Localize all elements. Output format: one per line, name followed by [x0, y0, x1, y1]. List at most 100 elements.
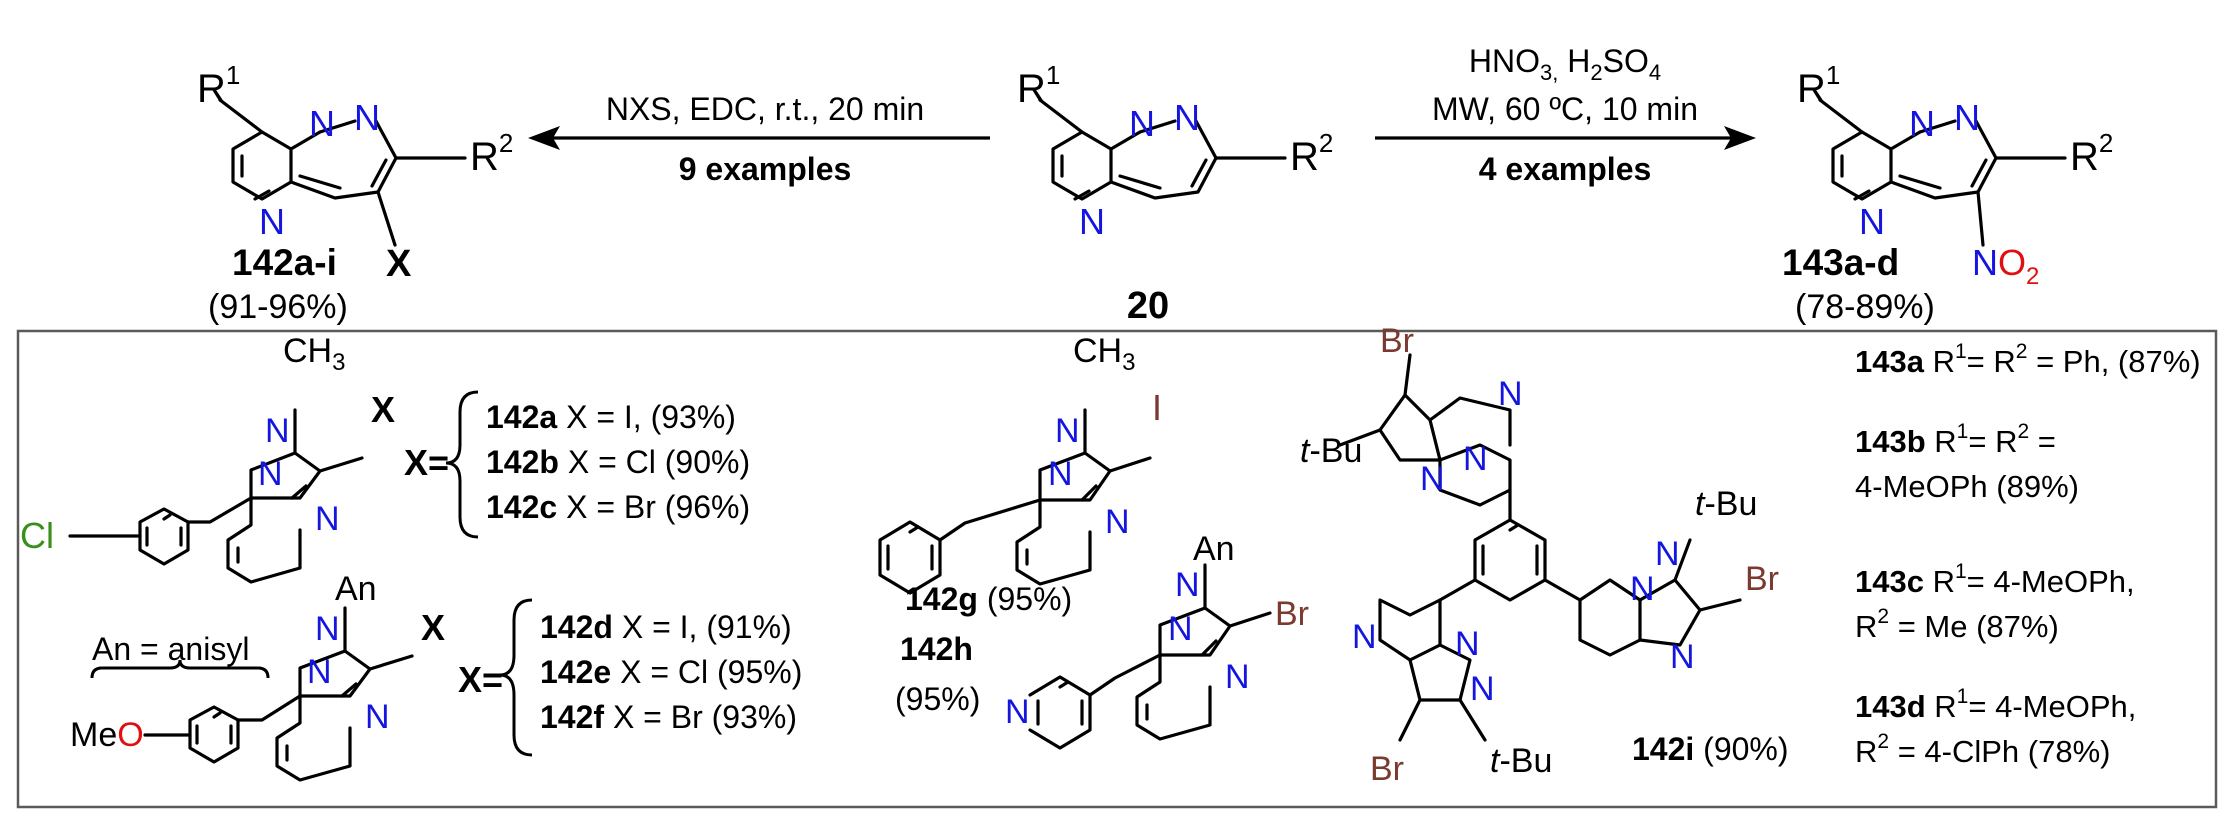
- structure-142i: [1338, 353, 1742, 742]
- tert-butyl-group: t-Bu: [1695, 485, 1757, 523]
- nitrogen-atom: N: [1225, 658, 1250, 696]
- nitrogen-atom: N: [1630, 570, 1655, 608]
- label-142h-id: 142h: [900, 631, 973, 667]
- entry-142f: 142f X = Br (93%): [540, 699, 797, 735]
- entry-143d: 143d R1= 4-MeOPh,: [1855, 685, 2136, 724]
- structure-142a-c: [68, 408, 364, 584]
- conditions-right: MW, 60 ºC, 10 min: [1432, 91, 1698, 127]
- entry-143b: 143b R1= R2 =: [1855, 420, 2056, 459]
- anisyl-label: An: [1193, 530, 1235, 568]
- nitrogen-atom: N: [1168, 610, 1193, 648]
- nitrogen-atom: N: [1048, 455, 1073, 493]
- tert-butyl-group: t-Bu: [1490, 742, 1552, 780]
- examples-right: 4 examples: [1479, 151, 1652, 187]
- tert-butyl-group: t-Bu: [1300, 432, 1362, 470]
- reagents-left: NXS, EDC, r.t., 20 min: [606, 91, 924, 127]
- nitrogen-atom: N: [1670, 638, 1695, 676]
- bromine-atom: Br: [1380, 322, 1414, 360]
- nitro-group: NO2: [1972, 242, 2039, 290]
- label-142g: 142g (95%): [905, 581, 1072, 617]
- nitrogen-atom: N: [1079, 201, 1105, 242]
- reagents-right: HNO3, H2SO4: [1469, 43, 1661, 85]
- arrowhead: [1724, 126, 1756, 150]
- nitrogen-atom: N: [258, 455, 283, 493]
- anisyl-brace: [90, 659, 270, 679]
- nitrogen-atom: N: [265, 412, 290, 450]
- structure-142h: [1028, 563, 1272, 750]
- methoxy-group: MeO: [70, 716, 144, 754]
- structure-142d-f: [143, 606, 414, 782]
- center-compound-structure: [1038, 98, 1287, 201]
- entry-142c: 142c X = Br (96%): [486, 489, 750, 525]
- chlorine-atom: Cl: [20, 515, 54, 556]
- anisyl-definition: An = anisyl: [92, 631, 249, 667]
- examples-left: 9 examples: [679, 151, 852, 187]
- nitrogen-atom: N: [259, 201, 285, 242]
- entry-143a: 143a R1= R2 = Ph, (87%): [1855, 340, 2201, 379]
- nitrogen-atom: N: [1909, 103, 1935, 144]
- r-group-label: R1: [1017, 60, 1060, 111]
- r-group-label: R2: [470, 128, 513, 179]
- nitrogen-atom: N: [1420, 460, 1445, 498]
- entry-142e: 142e X = Cl (95%): [540, 654, 802, 690]
- nitrogen-atom: N: [1455, 625, 1480, 663]
- substituent-x: X: [371, 389, 395, 430]
- yield-label: (91-96%): [208, 288, 348, 326]
- nitrogen-atom: N: [1105, 503, 1130, 541]
- entry-142d: 142d X = I, (91%): [540, 609, 792, 645]
- bromine-atom: Br: [1370, 750, 1404, 788]
- r-group-label: R1: [1797, 60, 1840, 111]
- x-equals-label: X=: [404, 442, 449, 483]
- entry-143d-line2: R2 = 4-ClPh (78%): [1855, 730, 2110, 769]
- nitrogen-atom: N: [1005, 693, 1030, 731]
- yield-label: (78-89%): [1795, 288, 1935, 326]
- curly-brace: [499, 598, 533, 757]
- label-142h-yield: (95%): [895, 681, 980, 717]
- nitrogen-atom: N: [1055, 412, 1080, 450]
- right-product-structure: [1818, 98, 2067, 247]
- substituent-x: X: [421, 607, 445, 648]
- anisyl-label: An: [335, 570, 377, 608]
- left-product-structure: [218, 98, 467, 247]
- nitrogen-atom: N: [354, 97, 380, 138]
- nitrogen-atom: N: [1954, 97, 1980, 138]
- curly-brace: [445, 390, 479, 539]
- nitrogen-atom: N: [1463, 440, 1488, 478]
- substituent-x: X: [386, 243, 412, 285]
- r-group-label: R2: [2070, 128, 2113, 179]
- r-group-label: R1: [197, 60, 240, 111]
- nitrogen-atom: N: [1174, 97, 1200, 138]
- nitrogen-atom: N: [315, 500, 340, 538]
- examples-box: [16, 329, 2218, 809]
- iodine-atom: I: [1152, 387, 1162, 428]
- nitrogen-atom: N: [1655, 535, 1680, 573]
- bromine-atom: Br: [1275, 595, 1309, 633]
- structure-142g: [878, 408, 1152, 595]
- nitrogen-atom: N: [1498, 375, 1523, 413]
- nitrogen-atom: N: [309, 103, 335, 144]
- methyl-group: CH3: [283, 332, 345, 376]
- bromine-atom: Br: [1745, 560, 1779, 598]
- arrowhead: [528, 126, 560, 150]
- nitrogen-atom: N: [315, 610, 340, 648]
- nitrogen-atom: N: [1859, 201, 1885, 242]
- nitrogen-atom: N: [1470, 670, 1495, 708]
- r-group-label: R2: [1290, 128, 1333, 179]
- entry-142a: 142a X = I, (93%): [486, 399, 736, 435]
- compound-label-142a-i: 142a-i: [232, 242, 337, 283]
- nitrogen-atom: N: [307, 653, 332, 691]
- x-equals-label: X=: [458, 659, 503, 700]
- compound-label-143a-d: 143a-d: [1782, 242, 1899, 283]
- entry-142b: 142b X = Cl (90%): [486, 444, 750, 480]
- nitrogen-atom: N: [1175, 566, 1200, 604]
- entry-143c-line2: R2 = Me (87%): [1855, 605, 2059, 644]
- entry-143c: 143c R1= 4-MeOPh,: [1855, 560, 2135, 599]
- label-142i: 142i (90%): [1632, 731, 1789, 767]
- nitrogen-atom: N: [1352, 618, 1377, 656]
- compound-label-20: 20: [1127, 285, 1169, 327]
- entry-143b-line2: 4-MeOPh (89%): [1855, 469, 2079, 504]
- nitrogen-atom: N: [365, 698, 390, 736]
- methyl-group: CH3: [1073, 332, 1135, 376]
- nitrogen-atom: N: [1129, 103, 1155, 144]
